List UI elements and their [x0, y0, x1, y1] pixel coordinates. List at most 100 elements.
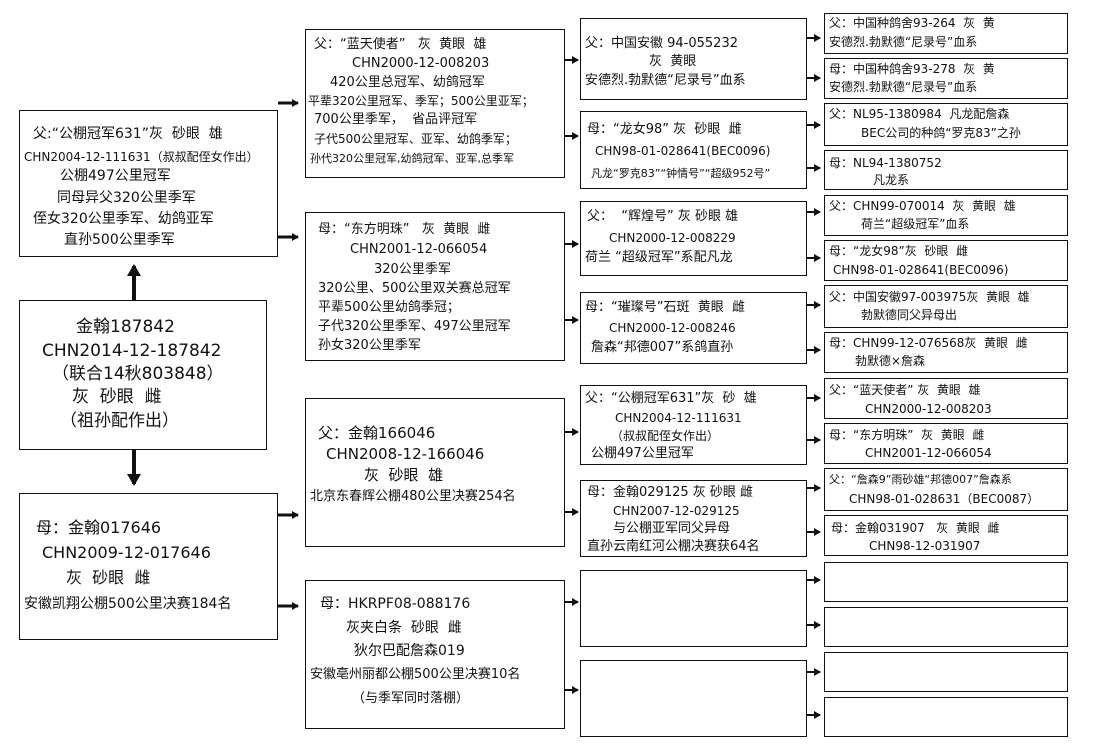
gen3-6-line-4: 直孙云南红河公棚决赛获64名: [587, 539, 760, 554]
dam-sire-line-1: 父：金翰166046: [318, 424, 436, 442]
sire-dam-line-1: 母：“东方明珠” 灰 黄眼 雌: [318, 222, 491, 237]
sire-line-2: CHN2004-12-111631（叔叔配侄女作出）: [24, 150, 259, 164]
gen4-box-7: 父：中国安徽97-003975灰 黄眼 雄 勃默德同父异母出: [824, 285, 1068, 328]
gen4-6-line-1: 母：“龙女98”灰 砂眼 雌: [829, 244, 968, 258]
gen4-1-line-1: 父：中国种鸽舍93-264 灰 黄: [829, 16, 995, 30]
gen4-11-line-2: CHN98-01-028631（BEC0087）: [849, 492, 1040, 506]
gen3-box-8: [580, 660, 807, 737]
gen3-6-line-1: 母：金翰029125 灰 砂眼 雌: [587, 485, 754, 500]
gen4-3-line-1: 父：NL95-1380984 凡龙配詹森: [829, 107, 1010, 121]
gen4-box-13: [824, 562, 1068, 602]
gen4-box-8: 母：CHN99-12-076568灰 黄眼 雌 勃默德×詹森: [824, 332, 1068, 373]
dam-dam-line-3: 狄尔巴配詹森019: [354, 643, 465, 659]
sire-line-4: 同母异父320公里季军: [57, 190, 196, 206]
gen4-6-line-2: CHN98-01-028641(BEC0096): [833, 263, 1009, 277]
gen4-box-16: [824, 697, 1068, 737]
gen4-5-line-2: 荷兰“超级冠军”血系: [861, 217, 970, 231]
sire-sire-line-7: 孙代320公里冠军,幼鸽冠军、亚军,总季军: [310, 152, 514, 165]
sire-dam-line-4: 320公里、500公里双关赛总冠军: [318, 281, 511, 296]
gen4-9-line-1: 父：“蓝天使者” 灰 黄眼 雄: [829, 383, 981, 397]
dam-line-2: CHN2009-12-017646: [42, 543, 211, 562]
dam-dam-line-1: 母：HKRPF08-088176: [320, 596, 471, 612]
gen3-box-5: 父：“公棚冠军631”灰 砂 雄 CHN2004-12-111631 （叔叔配侄…: [580, 385, 807, 465]
gen3-box-7: [580, 570, 807, 647]
gen4-box-5: 父：CHN99-070014 灰 黄眼 雄 荷兰“超级冠军”血系: [824, 195, 1068, 236]
gen3-6-line-3: 与公棚亚军同父异母: [613, 521, 731, 536]
gen4-4-line-1: 母：NL94-1380752: [829, 156, 942, 170]
subject-traits: 灰 砂眼 雌: [72, 387, 162, 407]
gen4-2-line-1: 母：中国种鸽舍93-278 灰 黄: [829, 62, 995, 76]
sire-dam-line-7: 孙女320公里季军: [318, 338, 421, 353]
sire-sire-line-1: 父：“蓝天使者” 灰 黄眼 雄: [314, 37, 487, 52]
gen4-3-line-2: BEC公司的种鸽“罗克83”之孙: [861, 126, 1021, 140]
gen3-5-line-3: （叔叔配侄女作出）: [611, 429, 720, 443]
sire-sire-line-5: 700公里季军， 省品评冠军: [314, 112, 478, 127]
gen4-box-14: [824, 607, 1068, 647]
dam-sire-line-2: CHN2008-12-166046: [326, 445, 485, 463]
sire-line-5: 侄女320公里季军、幼鸽亚军: [33, 211, 214, 227]
dam-dam-line-4: 安徽亳州丽都公棚500公里决赛10名: [310, 667, 521, 682]
gen4-2-line-2: 安德烈.勃默德“尼录号”血系: [829, 80, 978, 94]
gen4-10-line-2: CHN2001-12-066054: [865, 446, 992, 460]
gen4-8-line-2: 勃默德×詹森: [855, 354, 926, 368]
sire-line-1: 父:“公棚冠军631”灰 砂眼 雄: [33, 126, 223, 142]
sire-line-6: 直孙500公里季军: [64, 232, 175, 248]
gen3-2-line-3: 凡龙“罗克83”“钟情号”“超级952号”: [591, 167, 771, 180]
subject-alt-ring: （联合14秋803848）: [52, 364, 224, 384]
gen4-12-line-2: CHN98-12-031907: [869, 539, 981, 553]
dam-dam-line-2: 灰夹白条 砂眼 雌: [346, 620, 462, 636]
gen4-10-line-1: 母：“东方明珠” 灰 黄眼 雌: [829, 428, 985, 442]
sire-box: 父:“公棚冠军631”灰 砂眼 雄 CHN2004-12-111631（叔叔配侄…: [19, 110, 278, 257]
gen4-7-line-1: 父：中国安徽97-003975灰 黄眼 雄: [829, 290, 1030, 304]
gen3-4-line-3: 詹森“邦德007”系鸽直孙: [591, 340, 734, 355]
sire-dam-line-3: 320公里季军: [374, 262, 451, 277]
gen4-box-3: 父：NL95-1380984 凡龙配詹森 BEC公司的种鸽“罗克83”之孙: [824, 103, 1068, 146]
gen3-4-line-2: CHN2000-12-008246: [609, 321, 736, 335]
gen3-box-4: 母：“璀璨号”石斑 黄眼 雌 CHN2000-12-008246 詹森“邦德00…: [580, 292, 807, 364]
gen3-4-line-1: 母：“璀璨号”石斑 黄眼 雌: [585, 300, 745, 315]
dam-dam-line-5: （与季军同时落棚）: [352, 691, 470, 706]
dam-dam-box: 母：HKRPF08-088176 灰夹白条 砂眼 雌 狄尔巴配詹森019 安徽亳…: [305, 580, 565, 729]
gen3-3-line-3: 荷兰 “超级冠军”系配凡龙: [585, 250, 733, 265]
sire-dam-line-6: 子代320公里季军、497公里冠军: [318, 319, 511, 334]
gen4-box-15: [824, 652, 1068, 692]
gen4-box-4: 母：NL94-1380752 凡龙系: [824, 150, 1068, 190]
gen4-box-2: 母：中国种鸽舍93-278 灰 黄 安德烈.勃默德“尼录号”血系: [824, 58, 1068, 99]
dam-sire-line-4: 北京东春辉公棚480公里决赛254名: [310, 489, 516, 504]
gen4-9-line-2: CHN2000-12-008203: [865, 402, 992, 416]
gen4-box-11: 父：“詹森9”雨砂雄“邦德007”詹森系 CHN98-01-028631（BEC…: [824, 468, 1068, 511]
gen4-1-line-2: 安德烈.勃默德“尼录号”血系: [829, 35, 978, 49]
gen3-5-line-2: CHN2004-12-111631: [615, 411, 742, 425]
gen4-box-6: 母：“龙女98”灰 砂眼 雌 CHN98-01-028641(BEC0096): [824, 240, 1068, 281]
dam-line-3: 灰 砂眼 雌: [66, 568, 151, 587]
gen4-box-1: 父：中国种鸽舍93-264 灰 黄 安德烈.勃默德“尼录号”血系: [824, 13, 1068, 54]
sire-sire-box: 父：“蓝天使者” 灰 黄眼 雄 CHN2000-12-008203 420公里总…: [305, 29, 565, 178]
subject-box: 金翰187842 CHN2014-12-187842 （联合14秋803848）…: [19, 300, 267, 450]
gen3-2-line-1: 母：“龙女98” 灰 砂眼 雌: [587, 122, 742, 137]
sire-line-3: 公棚497公里冠军: [60, 168, 171, 184]
gen4-11-line-1: 父：“詹森9”雨砂雄“邦德007”詹森系: [829, 473, 1012, 486]
gen3-box-1: 父：中国安徽 94-055232 灰 黄眼 安德烈.勃默德“尼录号”血系: [580, 18, 807, 100]
gen4-7-line-2: 勃默德同父异母出: [861, 308, 958, 322]
gen3-box-3: 父： “辉煌号” 灰 砂眼 雄 CHN2000-12-008229 荷兰 “超级…: [580, 201, 807, 276]
gen3-3-line-2: CHN2000-12-008229: [609, 231, 736, 245]
gen4-box-10: 母：“东方明珠” 灰 黄眼 雌 CHN2001-12-066054: [824, 423, 1068, 464]
gen4-5-line-1: 父：CHN99-070014 灰 黄眼 雄: [829, 199, 1016, 213]
sire-sire-line-4: 平辈320公里冠军、季军；500公里亚军；: [308, 94, 534, 108]
gen4-box-9: 父：“蓝天使者” 灰 黄眼 雄 CHN2000-12-008203: [824, 378, 1068, 419]
gen3-3-line-1: 父： “辉煌号” 灰 砂眼 雄: [587, 209, 739, 224]
gen3-1-line-1: 父：中国安徽 94-055232: [585, 36, 738, 51]
gen3-box-2: 母：“龙女98” 灰 砂眼 雌 CHN98-01-028641(BEC0096)…: [580, 111, 807, 189]
gen4-box-12: 母：金翰031907 灰 黄眼 雌 CHN98-12-031907: [824, 515, 1068, 556]
gen3-6-line-2: CHN2007-12-029125: [613, 504, 740, 518]
sire-sire-line-6: 子代500公里冠军、亚军、幼鸽季军；: [314, 132, 517, 146]
dam-sire-box: 父：金翰166046 CHN2008-12-166046 灰 砂眼 雄 北京东春…: [305, 398, 565, 547]
sire-sire-line-3: 420公里总冠军、幼鸽冠军: [330, 75, 485, 90]
gen4-8-line-1: 母：CHN99-12-076568灰 黄眼 雌: [829, 336, 1028, 350]
gen3-1-line-3: 安德烈.勃默德“尼录号”血系: [585, 73, 746, 88]
sire-sire-line-2: CHN2000-12-008203: [352, 56, 490, 71]
subject-ring-number: CHN2014-12-187842: [42, 341, 222, 361]
sire-dam-line-2: CHN2001-12-066054: [350, 242, 488, 257]
gen4-12-line-1: 母：金翰031907 灰 黄眼 雌: [831, 521, 1000, 535]
